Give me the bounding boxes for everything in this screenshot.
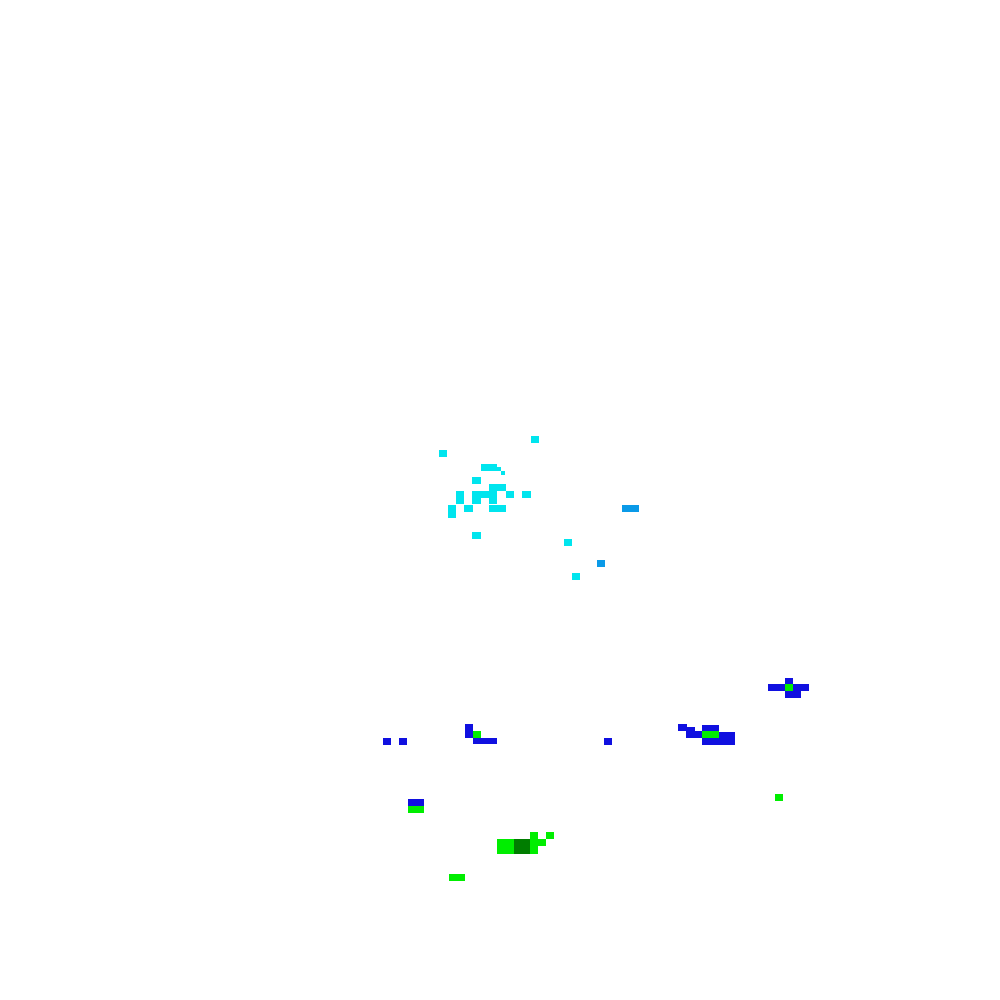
green-pixel-block bbox=[497, 839, 514, 854]
green-pixel-block bbox=[546, 832, 554, 839]
cyan-pixel-block bbox=[472, 498, 481, 504]
cyan-pixel-block bbox=[472, 491, 497, 498]
cyan-pixel-block bbox=[506, 491, 514, 498]
cyan-pixel-block bbox=[501, 471, 505, 475]
blue-pixel-block bbox=[408, 799, 424, 806]
green-pixel-block bbox=[530, 839, 546, 846]
green-pixel-block bbox=[775, 794, 783, 801]
blue-pixel-block bbox=[793, 684, 809, 691]
blue-pixel-block bbox=[785, 678, 793, 685]
cyan-cluster bbox=[439, 436, 580, 580]
green-pixel-block bbox=[702, 731, 719, 738]
cyan-pixel-block bbox=[456, 491, 464, 498]
cyan-pixel-block bbox=[489, 498, 497, 504]
cyan-pixel-block bbox=[464, 505, 473, 512]
blue-pixel-block bbox=[768, 684, 793, 691]
cyan-pixel-block bbox=[456, 498, 464, 504]
blue-pixel-block bbox=[473, 738, 497, 744]
blue-pixel-block bbox=[702, 738, 735, 745]
green-pixel-block bbox=[473, 731, 481, 738]
blue-pixel-block bbox=[399, 738, 407, 745]
blue-pixel-block bbox=[678, 724, 687, 731]
cyan-pixel-block bbox=[439, 450, 447, 457]
cyan-pixel-block bbox=[564, 539, 572, 546]
cyan-pixel-block bbox=[572, 573, 580, 580]
blue-pixel-block bbox=[686, 731, 702, 738]
green-pixel-block bbox=[408, 806, 424, 813]
cyan-pixel-block bbox=[531, 436, 539, 443]
green-pixel-block bbox=[530, 846, 538, 854]
dark-green-cluster bbox=[514, 839, 530, 854]
green-pixel-block bbox=[449, 874, 465, 881]
sky-blue-cluster bbox=[597, 505, 639, 567]
cyan-pixel-block bbox=[448, 505, 456, 518]
blue-pixel-block bbox=[702, 725, 719, 732]
blue-pixel-block bbox=[383, 738, 391, 745]
blue-cluster bbox=[383, 678, 809, 806]
cyan-pixel-block bbox=[522, 491, 531, 498]
green-pixel-block bbox=[785, 684, 793, 691]
cyan-pixel-block bbox=[472, 532, 481, 539]
cyan-pixel-block bbox=[489, 505, 506, 512]
blue-pixel-block bbox=[686, 727, 695, 734]
sky-blue-pixel-block bbox=[622, 505, 639, 512]
cyan-pixel-block bbox=[489, 484, 506, 491]
sky-blue-pixel-block bbox=[597, 560, 605, 567]
cyan-pixel-block bbox=[472, 477, 481, 484]
cyan-pixel-block bbox=[481, 464, 497, 471]
dark-green-pixel-block bbox=[514, 839, 530, 854]
green-cluster bbox=[408, 684, 793, 881]
blue-pixel-block bbox=[604, 738, 612, 745]
blue-pixel-block bbox=[719, 732, 735, 740]
blue-pixel-block bbox=[785, 691, 801, 698]
blue-pixel-block bbox=[465, 724, 473, 738]
cyan-pixel-block bbox=[497, 467, 501, 471]
green-pixel-block bbox=[530, 832, 538, 839]
